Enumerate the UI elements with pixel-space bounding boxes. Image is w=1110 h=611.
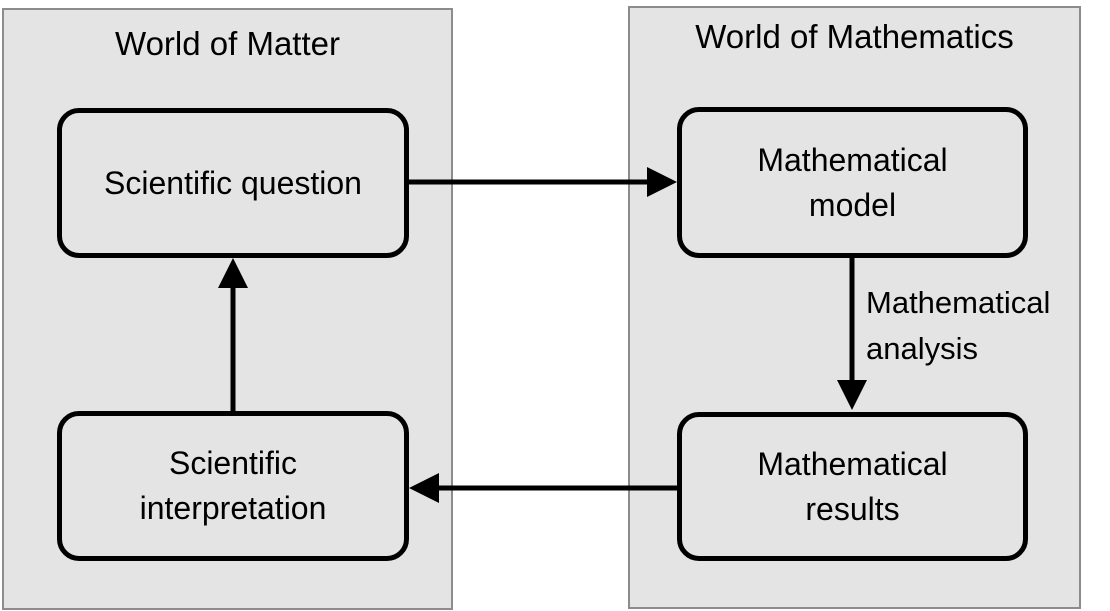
node-label-line: results (805, 490, 900, 527)
node-label-line: Mathematical (757, 445, 948, 482)
node-label-line: Mathematical (757, 141, 948, 178)
scientific-question-node: Scientific question (57, 108, 409, 258)
node-label-line: interpretation (139, 490, 327, 526)
world-of-matter-title: World of Matter (115, 25, 340, 62)
edge-label-line: analysis (866, 331, 978, 366)
node-label-line: Scientific (168, 445, 298, 481)
node-label-line: Scientific question (104, 164, 362, 201)
mathematical-results-node: Mathematical results (677, 412, 1028, 561)
edge-label-line: Mathematical (866, 285, 1051, 320)
world-of-mathematics-title: World of Mathematics (695, 18, 1014, 55)
mathematical-model-node: Mathematical model (677, 107, 1028, 258)
mathematical-analysis-label: Mathematical analysis (866, 280, 1050, 372)
scientific-interpretation-node: Scientific interpretation (57, 411, 409, 561)
node-label-line: model (808, 186, 897, 223)
